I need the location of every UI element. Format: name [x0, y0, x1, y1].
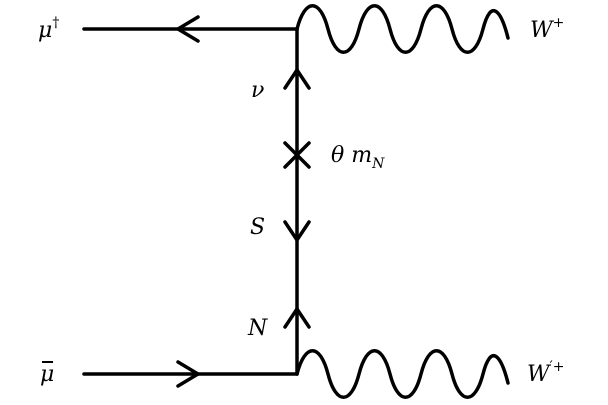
n-arrow [283, 307, 311, 329]
label-w-prime-plus-sup: ′+ [549, 359, 565, 375]
label-s: S [250, 217, 265, 239]
mass-insertion-cross-b [283, 141, 311, 169]
label-m-sub: N [372, 156, 385, 172]
label-theta: θ [331, 143, 345, 168]
label-mu-dagger: μ† [38, 16, 59, 43]
s-arrow [283, 220, 311, 242]
label-mu-dagger-sup: † [52, 15, 60, 31]
bottom-fermion-arrow [176, 360, 200, 388]
label-w-prime-plus-base: W [527, 362, 550, 387]
label-nu-base: ν [251, 78, 265, 103]
top-fermion-arrow [176, 15, 200, 43]
label-n-base: N [248, 316, 268, 341]
label-w-plus-base: W [530, 18, 553, 43]
label-w-plus-sup: + [552, 15, 565, 31]
label-mu-dagger-base: μ [38, 18, 53, 43]
nu-arrow [283, 68, 311, 90]
label-n: N [248, 318, 267, 340]
label-mu-bar-base: μ [40, 362, 55, 387]
bottom-boson-line [295, 349, 510, 399]
label-nu: ν [251, 80, 264, 102]
label-s-base: S [250, 215, 266, 240]
label-theta-mn: θ mN [331, 143, 384, 172]
label-mu-bar: μ [40, 361, 55, 387]
label-w-prime-plus: W′+ [527, 360, 565, 387]
top-boson-line [295, 4, 510, 54]
label-m: m [351, 143, 373, 168]
label-w-plus: W+ [530, 16, 564, 43]
